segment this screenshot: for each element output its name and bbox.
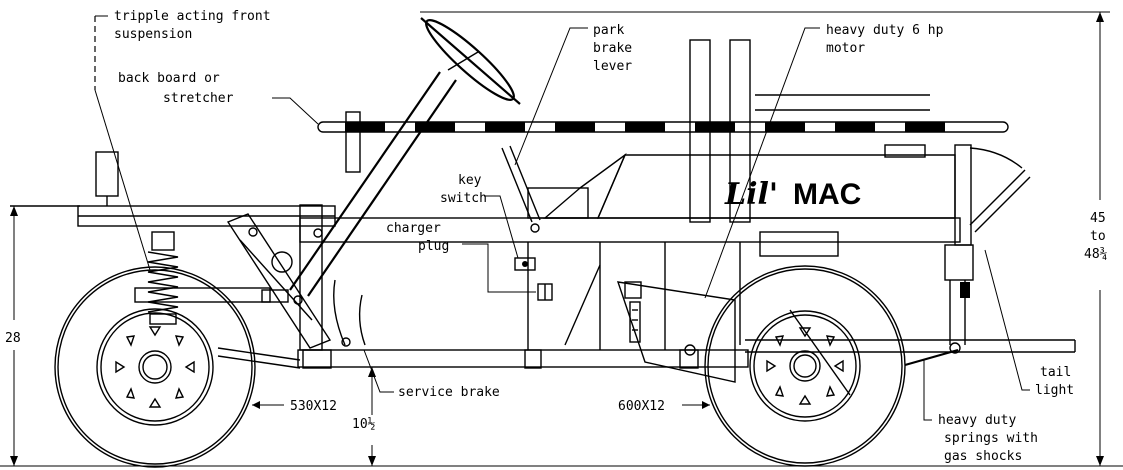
callout-front-suspension: tripple acting front suspension (94, 9, 271, 271)
callout-tail-light: tail light (984, 249, 1074, 398)
svg-text:motor: motor (826, 41, 865, 56)
dim-overall-line2: to (1090, 229, 1106, 244)
callout-tire-front: 530X12 (252, 399, 337, 414)
svg-text:lever: lever (593, 59, 632, 74)
steering-assembly (226, 17, 521, 351)
dimension-height-28: 28 (5, 205, 80, 466)
svg-text:Lil': Lil' (724, 177, 778, 212)
callout-park-brake: park brake lever (514, 23, 632, 166)
callout-back-board: back board or stretcher (118, 71, 319, 125)
svg-text:MAC: MAC (793, 178, 861, 211)
svg-text:brake: brake (593, 41, 632, 56)
dim-overall-line1: 45 (1090, 211, 1106, 226)
svg-text:plug: plug (418, 239, 449, 254)
svg-text:stretcher: stretcher (163, 91, 234, 106)
lil-mac-logo: Lil' MAC (724, 177, 861, 212)
svg-text:tail: tail (1040, 365, 1071, 380)
motor (616, 281, 736, 383)
callout-tire-rear: 600X12 (618, 399, 710, 414)
dim-overall-line3: 48¾ (1084, 247, 1108, 262)
tail-light (960, 282, 970, 298)
service-brake-pedal (333, 279, 366, 347)
dim-clearance-label: 10½ (352, 417, 376, 432)
body-cowling (527, 144, 1031, 257)
front-suspension-spring (95, 151, 179, 325)
park-brake-lever (501, 145, 541, 233)
dimension-overall-height: 45 to 48¾ (420, 11, 1110, 466)
svg-text:heavy duty 6 hp: heavy duty 6 hp (826, 23, 944, 38)
rear-suspension (904, 244, 974, 367)
svg-text:park: park (593, 23, 624, 38)
callout-charger-plug: charger plug (386, 221, 536, 293)
callout-service-brake: service brake (363, 349, 500, 400)
svg-text:service brake: service brake (398, 385, 500, 400)
svg-text:530X12: 530X12 (290, 399, 337, 414)
callout-rear-springs: heavy duty springs with gas shocks (923, 360, 1038, 464)
svg-text:gas shocks: gas shocks (944, 449, 1022, 464)
front-wheel (54, 266, 256, 468)
svg-text:600X12: 600X12 (618, 399, 665, 414)
svg-text:back board or: back board or (118, 71, 220, 86)
chassis-frame (77, 205, 1076, 369)
stretcher-board (317, 39, 1009, 223)
dim-28-label: 28 (5, 331, 21, 346)
key-switch (514, 257, 536, 271)
callout-motor: heavy duty 6 hp motor (704, 23, 944, 299)
svg-text:light: light (1035, 383, 1074, 398)
svg-text:heavy duty: heavy duty (938, 413, 1016, 428)
svg-text:tripple acting front: tripple acting front (114, 9, 271, 24)
svg-text:key: key (458, 173, 482, 188)
svg-text:springs with: springs with (944, 431, 1038, 446)
charger-plug (537, 283, 553, 301)
svg-text:switch: switch (440, 191, 487, 206)
svg-text:suspension: suspension (114, 27, 192, 42)
svg-text:charger: charger (386, 221, 441, 236)
callout-key-switch: key switch (440, 173, 519, 259)
dimension-ground-clearance: 10½ (352, 367, 376, 466)
